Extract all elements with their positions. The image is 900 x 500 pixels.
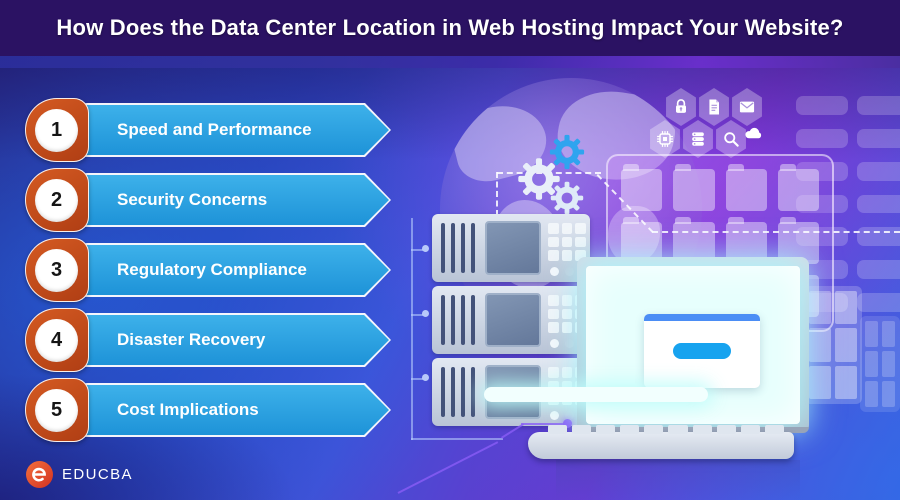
browser-card-button [673,343,731,359]
educba-logo-icon [26,461,53,488]
item-label: Regulatory Compliance [117,260,307,279]
item-banner: Speed and Performance [77,103,391,157]
server-led [565,411,574,420]
server-vents [441,295,479,345]
server-led [565,339,574,348]
circuit-line [411,249,423,251]
dashed-connector [496,172,498,216]
circuit-line [411,438,503,440]
item-label: Speed and Performance [117,120,312,139]
circuit-line [411,314,423,316]
server-rack [432,214,590,430]
circuit-node [422,310,429,317]
header-bar: How Does the Data Center Location in Web… [0,0,900,56]
item-number-badge: 2 [25,168,89,232]
gear-icon [549,180,585,216]
list-item: Regulatory Compliance 3 [25,238,391,302]
server-led [565,267,574,276]
server-panel [485,221,541,275]
server-led [550,267,559,276]
server-buttons [548,223,586,261]
page-title: How Does the Data Center Location in Web… [56,15,844,40]
item-number-badge: 4 [25,308,89,372]
item-banner: Security Concerns [77,173,391,227]
server-unit [432,214,590,282]
item-label: Cost Implications [117,400,259,419]
lock-icon [666,88,696,126]
item-banner: Disaster Recovery [77,313,391,367]
brand-name: EDUCBA [62,466,133,483]
folder-icon [673,164,715,211]
server-vents [441,367,479,417]
folder-icon [777,164,819,211]
item-number: 4 [35,319,78,362]
keyboard-reflection [556,460,800,500]
cloud-icon [744,122,778,148]
server-vents [441,223,479,273]
list-item: Cost Implications 5 [25,378,391,442]
window-pane [860,316,900,412]
item-label: Security Concerns [117,190,268,209]
list-item: Disaster Recovery 4 [25,308,391,372]
circuit-node [563,419,572,428]
server-led [550,339,559,348]
item-banner: Regulatory Compliance [77,243,391,297]
item-number: 1 [35,109,78,152]
keyboard [528,425,794,459]
header-divider [0,56,900,68]
item-number: 5 [35,389,78,432]
item-banner: Cost Implications [77,383,391,437]
circuit-line [521,423,565,425]
document-icon [699,88,729,126]
circuit-line [411,378,423,380]
glow-bar [484,387,708,402]
folder-icon [725,164,767,211]
dashed-connector [652,231,900,233]
item-number-badge: 5 [25,378,89,442]
item-number-badge: 3 [25,238,89,302]
keyboard-keys [548,425,784,434]
item-label: Disaster Recovery [117,330,266,349]
gear-icon [548,133,586,171]
monitor-screen [586,266,800,424]
server-unit [432,286,590,354]
brand-logo: EDUCBA [26,461,133,488]
data-row-list [796,96,900,312]
browser-card [644,314,760,388]
browser-card-titlebar [644,314,760,321]
server-led [550,411,559,420]
list-item: Speed and Performance 1 [25,98,391,162]
server-panel [485,293,541,347]
circuit-node [422,374,429,381]
circuit-line [411,218,413,440]
item-number-badge: 1 [25,98,89,162]
item-number: 3 [35,249,78,292]
monitor [577,257,809,433]
window-pane [804,286,862,404]
circuit-node [422,245,429,252]
mail-icon [732,88,762,126]
folder-icon [621,164,663,211]
list-item: Security Concerns 2 [25,168,391,232]
gear-icon [516,156,562,202]
globe-continent [608,206,660,264]
item-number: 2 [35,179,78,222]
